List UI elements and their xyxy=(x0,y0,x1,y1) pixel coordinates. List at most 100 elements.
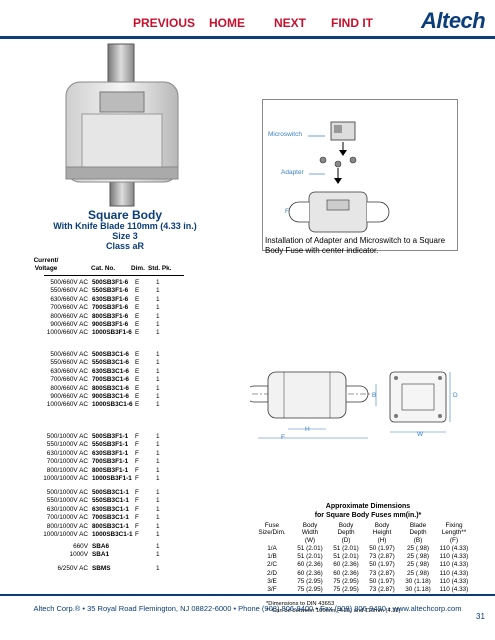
cat-no-cell: 500SB3C1-1 xyxy=(92,489,129,496)
header-voltage: Current/ Voltage xyxy=(33,257,59,272)
cat-no-cell: 550SB3C1-1 xyxy=(92,497,129,505)
voltage-cell: 660V xyxy=(73,543,88,550)
next-link[interactable]: NEXT xyxy=(274,16,307,30)
cat-no-cell: 630SB3F1-6 xyxy=(92,295,129,303)
find-it-link[interactable]: FIND IT xyxy=(331,16,373,30)
voltage-cell: 630/1000V AC xyxy=(46,505,88,513)
std-pk-cell: 1 xyxy=(156,551,160,559)
dim-cell: F xyxy=(135,458,139,466)
cat-no-cell: 550SB3C1-6 xyxy=(92,359,129,367)
dim-cell: E xyxy=(135,392,140,400)
dims-cell: 60 (2.36) xyxy=(297,561,323,569)
voltage-cell: 1000/660V AC xyxy=(46,329,88,337)
cat-no-cell: 700SB3F1-1 xyxy=(92,458,129,466)
std-pk-cell: 1 xyxy=(156,295,160,303)
header-std-pk: Std. Pk. xyxy=(148,265,172,272)
voltage-cell: 800/660V AC xyxy=(50,384,88,392)
cat-no-cell: SBMS xyxy=(92,565,111,572)
std-pk-cell: 1 xyxy=(156,351,160,358)
voltage-cell: 800/1000V AC xyxy=(46,466,88,474)
dims-note-2: ** Can be between 106mm (4.25) and 110mm… xyxy=(266,608,401,614)
home-link[interactable]: HOME xyxy=(209,16,245,30)
std-pk-cell: 1 xyxy=(156,433,160,440)
std-pk-cell: 1 xyxy=(156,312,160,320)
voltage-cell: 550/1000V AC xyxy=(46,441,88,449)
dim-cell: E xyxy=(135,279,140,286)
voltage-cell: 700/1000V AC xyxy=(46,458,88,466)
dims-cell: 51 (2.01) xyxy=(297,545,323,552)
cat-no-cell: 900SB3F1-6 xyxy=(92,320,129,328)
cat-no-cell: 1000SB3C1-6 xyxy=(92,401,133,409)
dims-cell: 30 (1.18) xyxy=(405,586,431,593)
dims-col-header: Blade Depth (B) xyxy=(409,522,427,544)
dims-col-header: Fuse Size/Dim. xyxy=(258,522,286,537)
std-pk-cell: 1 xyxy=(156,304,160,312)
dim-b-label: B xyxy=(372,392,377,399)
cat-no-cell: 800SB3F1-1 xyxy=(92,466,129,474)
voltage-cell: 1000/1000V AC xyxy=(43,474,88,482)
dim-cell: F xyxy=(135,441,139,449)
table-header-rule xyxy=(44,275,184,276)
cat-no-cell: 700SB3C1-1 xyxy=(92,514,129,522)
cat-no-cell: 500SB3F1-6 xyxy=(92,279,129,286)
dims-cell: 60 (2.36) xyxy=(333,561,359,569)
dim-cell: F xyxy=(135,514,139,522)
footer-rule xyxy=(0,594,495,596)
dims-cell: 60 (2.36) xyxy=(333,569,359,577)
dim-cell: E xyxy=(135,320,140,328)
cat-no-cell: 500SB3F1-1 xyxy=(92,433,129,440)
dims-col-header: Body Height (H) xyxy=(372,522,392,544)
dim-cell: E xyxy=(135,295,140,303)
previous-link[interactable]: PREVIOUS xyxy=(133,16,196,30)
dims-col-header: Fixing Length** (F) xyxy=(441,522,467,544)
installation-diagram: Microswitch Adapter Fuse xyxy=(262,99,458,251)
dim-f-label: F xyxy=(281,434,285,441)
dim-cell: F xyxy=(135,433,139,440)
dims-cell: 50 (1.97) xyxy=(369,577,395,585)
dim-cell: F xyxy=(135,530,139,538)
dims-cell: 50 (1.97) xyxy=(369,545,395,552)
voltage-cell: 500/1000V AC xyxy=(46,489,88,496)
voltage-cell: 500/1000V AC xyxy=(46,433,88,440)
header-rule xyxy=(0,36,495,39)
dims-cell: 25 (.98) xyxy=(406,545,430,552)
dim-cell: F xyxy=(135,449,139,457)
dims-cell: 75 (2.95) xyxy=(333,586,359,593)
footer-contact: Altech Corp.® • 35 Royal Road Flemington… xyxy=(33,604,462,613)
std-pk-cell: 1 xyxy=(156,367,160,375)
dims-note-1: *Dimensions to DIN 43653 xyxy=(266,601,335,607)
voltage-cell: 550/1000V AC xyxy=(46,497,88,505)
dims-cell: 110 (4.33) xyxy=(439,577,469,585)
dims-cell: 110 (4.33) xyxy=(439,561,469,569)
installation-caption: Installation of Adapter and Microswitch … xyxy=(265,236,446,255)
dims-cell: 3/F xyxy=(267,586,277,593)
microswitch-label: Microswitch xyxy=(268,131,302,138)
dims-header: Fuse Size/Dim.Body Width (W)Body Depth (… xyxy=(258,522,478,546)
dims-cell: 73 (2.87) xyxy=(369,569,395,577)
std-pk-cell: 1 xyxy=(156,320,160,328)
cat-no-cell: 630SB3C1-6 xyxy=(92,367,129,375)
dim-cell: E xyxy=(135,329,140,337)
dim-cell: E xyxy=(135,384,140,392)
dims-cell: 1/B xyxy=(267,553,277,561)
